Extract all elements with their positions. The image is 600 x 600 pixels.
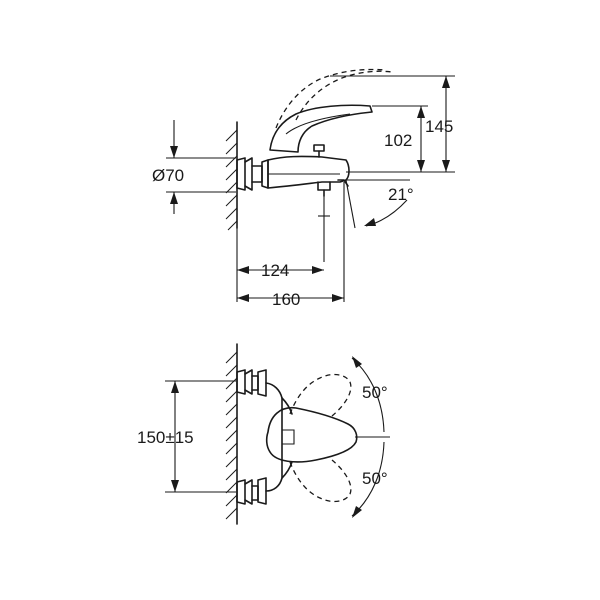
dim-angle-50-lower: 50° bbox=[351, 441, 388, 518]
dim-160-label: 160 bbox=[272, 290, 300, 309]
lever-rotated-upper-dashed bbox=[289, 373, 352, 417]
dim-124-label: 124 bbox=[261, 261, 289, 280]
wall-side bbox=[225, 121, 238, 231]
dim-160: 160 bbox=[237, 182, 345, 309]
dim-diameter: Ø70 bbox=[152, 120, 236, 214]
dim-150-label: 150±15 bbox=[137, 428, 194, 447]
dim-124: 124 bbox=[236, 196, 330, 302]
dim-angle-50-upper: 50° bbox=[351, 356, 388, 433]
dim-angle-50-lower-label: 50° bbox=[362, 469, 388, 488]
lever-raised-dashed bbox=[275, 68, 393, 129]
wall-plan bbox=[225, 343, 238, 525]
diverter-knob-side bbox=[313, 144, 325, 158]
wall-connector-side bbox=[236, 157, 269, 191]
lever-side bbox=[269, 104, 373, 153]
dim-150: 150±15 bbox=[137, 380, 236, 493]
mixer-body-plan bbox=[265, 382, 293, 492]
dim-angle-21: 21° bbox=[345, 179, 414, 229]
dim-145: 145 bbox=[330, 75, 455, 173]
lever-plan bbox=[265, 407, 358, 463]
dim-102: 102 bbox=[372, 105, 428, 172]
dim-angle-21-label: 21° bbox=[388, 185, 414, 204]
dim-145-label: 145 bbox=[425, 117, 453, 136]
mixer-body-side bbox=[267, 155, 350, 189]
lever-rotated-lower-dashed bbox=[289, 459, 352, 503]
plan-view: 50° 50° 150±15 bbox=[137, 343, 390, 525]
connector-lower-plan bbox=[236, 477, 267, 505]
side-view: 145 102 Ø70 21° bbox=[152, 68, 455, 309]
connector-upper-plan bbox=[236, 369, 267, 397]
dim-102-label: 102 bbox=[384, 131, 412, 150]
dim-diameter-label: Ø70 bbox=[152, 166, 184, 185]
dim-angle-50-upper-label: 50° bbox=[362, 383, 388, 402]
